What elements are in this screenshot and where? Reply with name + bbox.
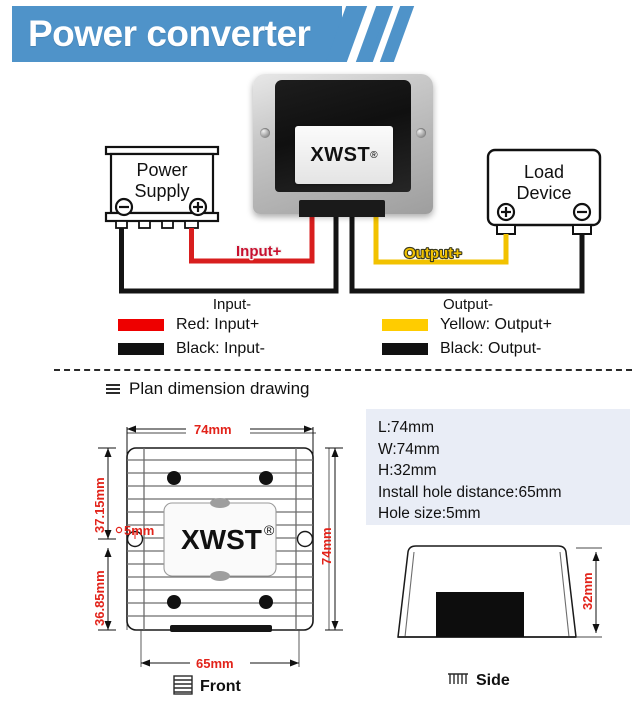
plan-dimension-heading-text: Plan dimension drawing xyxy=(129,379,310,398)
legend-item-black-input-minus: Black: Input- xyxy=(118,340,265,358)
front-view-body: XWST ® xyxy=(126,447,314,632)
dim-top-74mm: 74mm xyxy=(126,420,314,455)
legend-label-yellow: Yellow: Output+ xyxy=(440,316,552,333)
section-divider xyxy=(54,369,632,371)
spec-line-hole-distance: Install hole distance:65mm xyxy=(378,483,562,501)
dim-left-lower-label: 36.85mm xyxy=(92,570,107,626)
spec-line-width: W:74mm xyxy=(378,440,440,458)
dim-side-height-label: 32mm xyxy=(580,572,595,610)
dim-bottom-65mm: 65mm xyxy=(140,630,300,672)
dim-side-height-32mm: 32mm xyxy=(576,547,602,638)
legend-swatch-red xyxy=(118,319,164,331)
load-device-box: Load Device xyxy=(486,148,602,235)
dim-hole-label: 5mm xyxy=(124,523,154,538)
dim-bottom-label: 65mm xyxy=(196,656,234,671)
legend-label-black-output: Black: Output- xyxy=(440,340,542,357)
legend-item-yellow-output-plus: Yellow: Output+ xyxy=(382,316,552,334)
legend-item-red-input-plus: Red: Input+ xyxy=(118,316,259,334)
wiring-diagram: Power Supply Load Device xyxy=(0,66,640,316)
dim-right-label: 74mm xyxy=(319,527,334,565)
legend-swatch-black-input xyxy=(118,343,164,355)
front-view-brand-mark: ® xyxy=(264,522,275,538)
load-device-label-line1: Load xyxy=(524,162,564,182)
fins-icon-front xyxy=(173,675,193,695)
product-photo: XWST® xyxy=(253,74,433,222)
wire-tag-input-plus: Input+ xyxy=(236,243,282,260)
legend-swatch-black-output xyxy=(382,343,428,355)
side-view-caption-text: Side xyxy=(476,672,510,689)
legend-label-red: Red: Input+ xyxy=(176,316,260,333)
load-device-plus-circle-icon xyxy=(496,202,516,222)
power-supply-label-line1: Power xyxy=(136,160,187,180)
spec-line-height: H:32mm xyxy=(378,462,437,479)
front-view-caption-text: Front xyxy=(200,678,242,695)
dim-hole-5mm: 5mm xyxy=(115,523,154,539)
product-mounting-hole-left-icon xyxy=(260,128,270,138)
dim-left-lower-36-85mm: 36.85mm xyxy=(92,548,116,631)
product-housing: XWST® xyxy=(253,74,433,217)
wire-color-legend: Red: Input+ Black: Input- Yellow: Output… xyxy=(0,314,640,372)
wire-tag-input-minus: Input- xyxy=(213,296,251,313)
product-brand-label: XWST® xyxy=(295,126,393,184)
power-supply-plus-circle-icon xyxy=(188,197,208,217)
wire-input-plus xyxy=(189,216,315,264)
product-brand-mark: ® xyxy=(370,149,378,161)
wire-tag-output-minus: Output- xyxy=(443,296,493,313)
specification-panel: L:74mm W:74mm H:32mm Install hole distan… xyxy=(366,409,630,525)
legend-swatch-yellow xyxy=(382,319,428,331)
side-view-drawing: 32mm Side xyxy=(372,534,640,699)
power-supply-box: Power Supply xyxy=(104,145,220,229)
legend-label-black-input: Black: Input- xyxy=(176,340,265,357)
banner-background xyxy=(12,6,342,62)
side-view-body xyxy=(397,545,577,638)
front-view-drawing: 74mm xyxy=(86,415,376,699)
dim-left-upper-37-15mm: 37.15mm xyxy=(92,447,116,540)
legend-item-black-output-minus: Black: Output- xyxy=(382,340,541,358)
spec-line-length: L:74mm xyxy=(378,419,434,436)
page-title: Power converter xyxy=(28,13,311,54)
fins-icon-side xyxy=(448,673,468,684)
product-brand-text: XWST xyxy=(310,143,371,166)
dim-right-74mm: 74mm xyxy=(319,447,343,631)
front-view-caption: Front xyxy=(173,675,242,695)
product-cable-gland xyxy=(299,200,385,217)
wire-output-minus xyxy=(349,216,585,294)
front-view-brand-text: XWST xyxy=(181,524,262,555)
product-mounting-hole-right-icon xyxy=(416,128,426,138)
power-supply-minus-circle-icon xyxy=(114,197,134,217)
plan-dimension-heading: Plan dimension drawing xyxy=(106,379,310,399)
page-header-banner: Power converter xyxy=(0,6,640,66)
wire-tag-output-plus: Output+ xyxy=(404,245,462,262)
dim-top-label: 74mm xyxy=(194,422,232,437)
load-device-minus-circle-icon xyxy=(572,202,592,222)
load-device-label-line2: Device xyxy=(516,183,571,203)
list-grid-icon xyxy=(106,383,120,395)
wire-output-plus xyxy=(373,216,509,265)
dim-left-upper-label: 37.15mm xyxy=(92,477,107,533)
wire-input-minus xyxy=(119,216,339,294)
spec-line-hole-size: Hole size:5mm xyxy=(378,505,481,522)
side-view-caption: Side xyxy=(448,672,510,689)
power-supply-label-line2: Supply xyxy=(134,181,189,201)
